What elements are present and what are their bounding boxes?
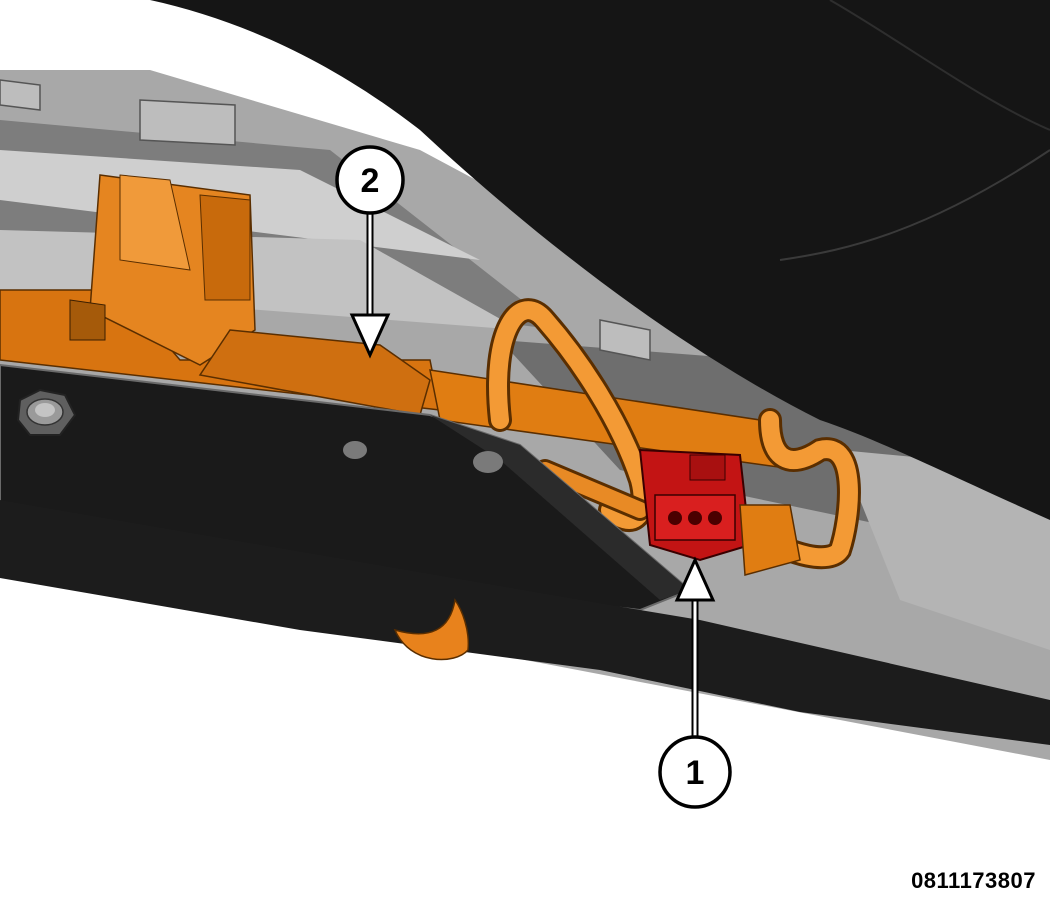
upper-body-contour-2 (829, 0, 1050, 131)
callout-arrows (349, 210, 716, 740)
lower-body-shell (0, 500, 1050, 745)
bolt-head (16, 388, 77, 436)
callout-1: 1 (658, 735, 732, 809)
arrowhead-1 (674, 556, 716, 602)
callout-2: 2 (335, 145, 405, 215)
callout-2-label: 2 (361, 162, 380, 200)
figure-id-label: 0811173807 (911, 868, 1036, 893)
electrical-connector (638, 448, 801, 576)
lower-hook (393, 598, 470, 661)
callout-1-label: 1 (686, 754, 705, 792)
arrowhead-2 (349, 313, 391, 359)
upper-body-contour (779, 149, 1050, 261)
clip-tabs (0, 79, 651, 361)
tube-assembly (486, 298, 861, 570)
upper-body-shell (150, 0, 1050, 520)
